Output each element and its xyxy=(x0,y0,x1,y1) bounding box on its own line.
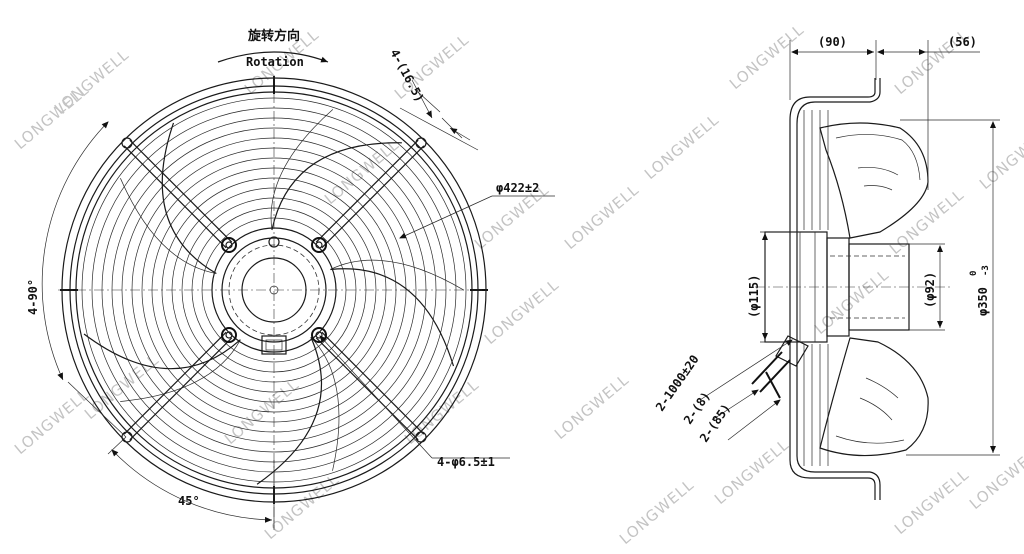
watermark-text: LONGWELL xyxy=(561,180,643,253)
hub-diameter-label: (φ115) xyxy=(747,275,761,318)
power-cable xyxy=(699,335,809,441)
support-spoke xyxy=(123,331,227,435)
watermark-text: LONGWELL xyxy=(551,370,633,443)
fan-blade xyxy=(310,337,340,471)
support-spoke xyxy=(129,337,233,441)
blade-side-upper xyxy=(819,122,929,239)
fan-blade xyxy=(120,339,241,402)
notch-dimension xyxy=(399,79,479,151)
mount-hole-icon xyxy=(221,237,237,253)
watermark-text: LONGWELL xyxy=(641,110,723,183)
front-view: 旋转方向 Rotation 4-(16.5) φ422±2 4-90° 45° … xyxy=(26,28,555,530)
fan-blade xyxy=(271,142,402,231)
fan-blade xyxy=(161,122,217,275)
blade-tolerance-lower: -3 xyxy=(981,265,991,276)
support-spoke xyxy=(321,331,425,435)
fan-blades xyxy=(83,109,465,485)
hole-leader xyxy=(319,335,433,459)
watermark-text: LONGWELL xyxy=(726,20,808,93)
depth-dimensions xyxy=(789,40,980,190)
rotation-label-en: Rotation xyxy=(246,55,304,69)
blade-diameter-label: φ350 xyxy=(976,287,990,316)
rotation-arrow-icon xyxy=(217,51,329,63)
guard-depth-label: (90) xyxy=(818,35,847,49)
fan-blade xyxy=(256,337,323,485)
watermark-text: LONGWELL xyxy=(261,470,343,543)
motor-diameter-label: (φ92) xyxy=(923,272,937,308)
bolt-holes xyxy=(121,137,427,443)
support-spoke xyxy=(315,139,419,243)
support-spoke xyxy=(129,139,233,243)
watermark-text: LONGWELL xyxy=(711,435,793,508)
offset-angle-label: 45° xyxy=(178,494,200,508)
outer-diameter-label: φ422±2 xyxy=(496,181,539,195)
watermark-text: LONGWELL xyxy=(811,265,893,338)
watermark-text: LONGWELL xyxy=(11,385,93,458)
mount-angle-label: 4-90° xyxy=(26,279,40,315)
watermark-text: LONGWELL xyxy=(481,275,563,348)
hole-label: 4-φ6.5±1 xyxy=(437,455,495,469)
mount-hole-icon xyxy=(311,237,327,253)
watermark-text: LONGWELL xyxy=(221,375,303,448)
mount-hole-icon xyxy=(221,327,237,343)
watermark-text: LONGWELL xyxy=(891,465,973,538)
fan-blade xyxy=(330,268,455,367)
watermark-text: LONGWELL xyxy=(81,350,163,423)
support-spoke xyxy=(321,145,425,249)
watermark-text: LONGWELL xyxy=(11,80,93,153)
side-view: (90) (56) (φ115) (φ92) φ350 0 -3 xyxy=(653,35,1000,500)
mount-hole-icon xyxy=(311,327,327,343)
watermark-text: LONGWELL xyxy=(966,440,1024,513)
watermark-text: LONGWELL xyxy=(886,185,968,258)
support-spokes xyxy=(60,76,488,504)
support-spoke xyxy=(315,337,419,441)
watermark-text: LONGWELL xyxy=(976,120,1024,193)
blade-diameter-dimension xyxy=(900,119,1000,456)
hub-diameter-dimension xyxy=(760,231,800,343)
mounting-holes xyxy=(221,237,327,343)
blade-side-lower xyxy=(819,337,929,457)
support-spoke xyxy=(123,145,227,249)
motor-diameter-dimension xyxy=(909,243,945,331)
fan-blade xyxy=(330,259,465,291)
blade-depth-label: (56) xyxy=(948,35,977,49)
offset-angle-arc xyxy=(111,449,273,523)
mount-angle-arc xyxy=(41,121,109,381)
diameter-leader xyxy=(399,195,493,239)
rotation-label-cn: 旋转方向 xyxy=(247,28,300,44)
fan-blade xyxy=(120,178,217,274)
fan-blade xyxy=(270,109,334,231)
watermark-text: LONGWELL xyxy=(616,475,698,548)
blade-tolerance-upper: 0 xyxy=(969,271,979,276)
watermark-layer: LONGWELL LONGWELL LONGWELL LONGWELL LONG… xyxy=(11,20,1024,548)
